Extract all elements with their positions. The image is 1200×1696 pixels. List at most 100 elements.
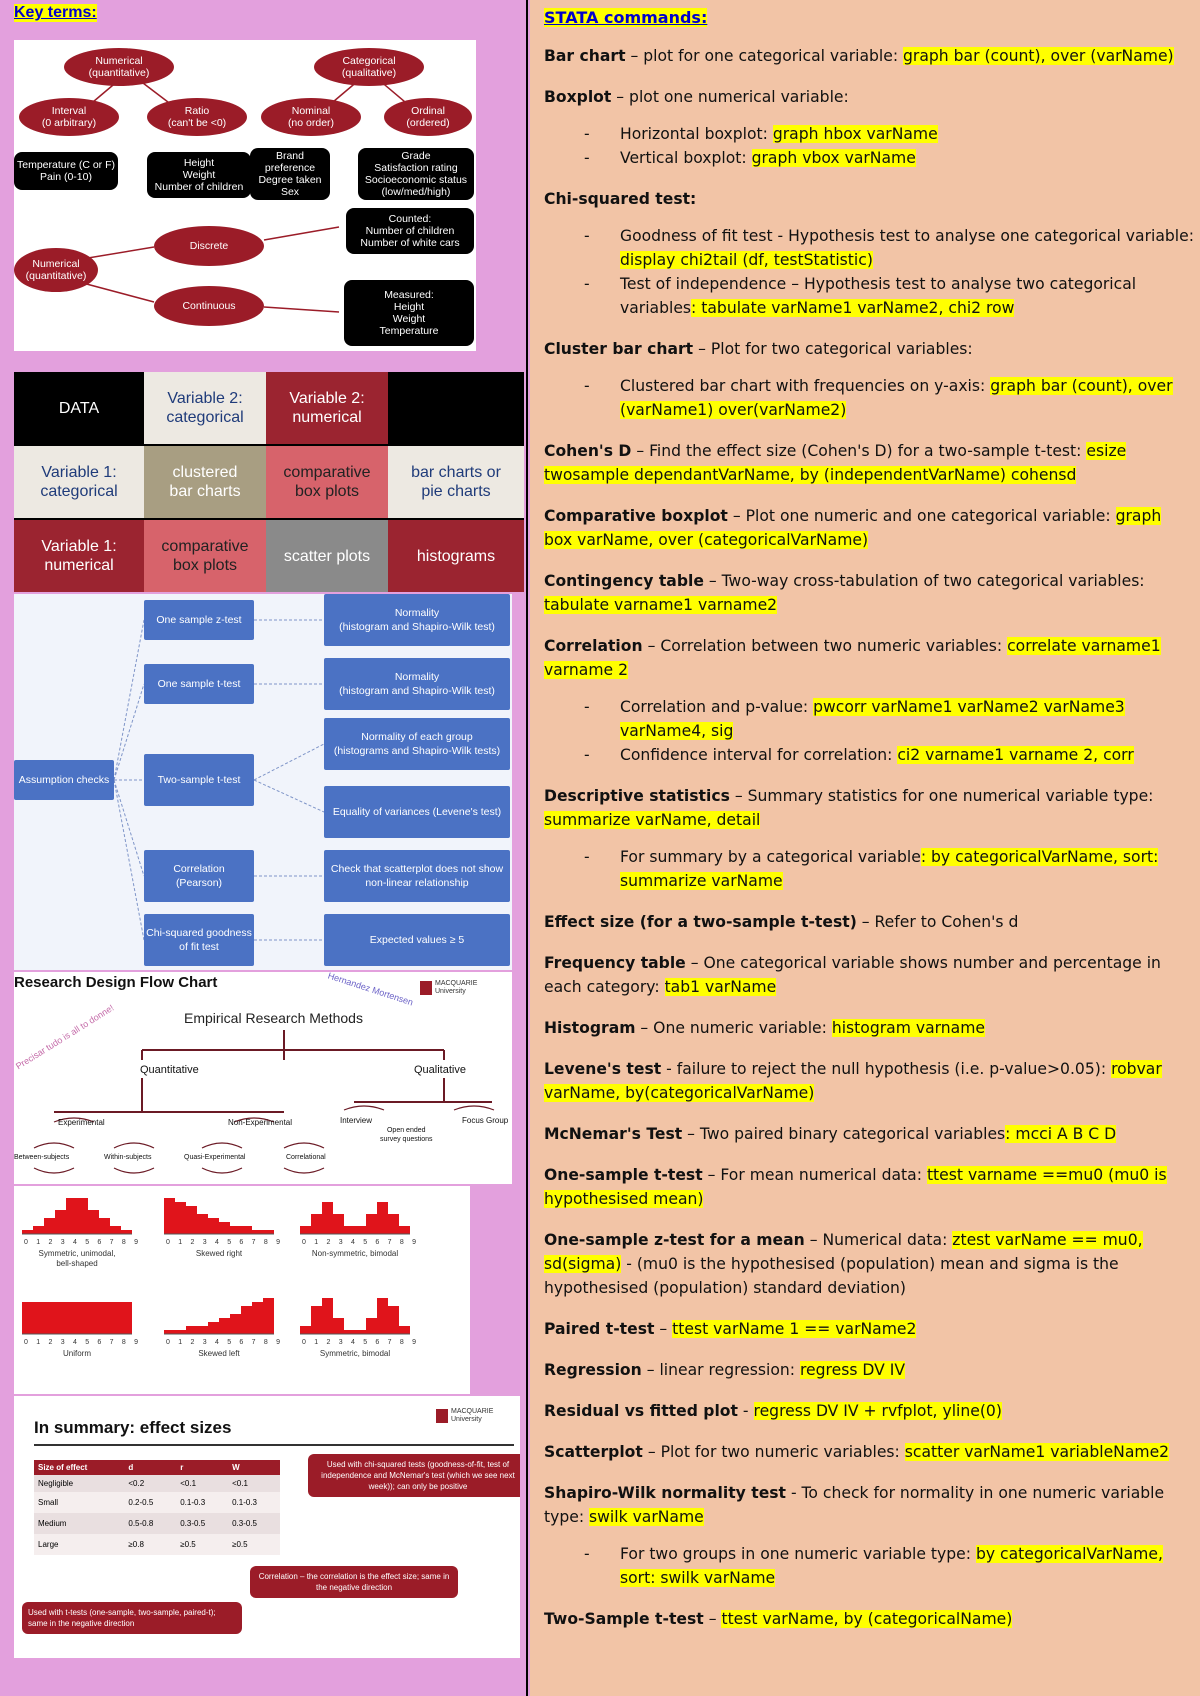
histogram-bar	[33, 1226, 44, 1234]
command-term: Comparative boxplot	[544, 507, 728, 525]
grid-comparative-box-2: comparative box plots	[144, 520, 266, 592]
effect-title-rule	[34, 1444, 514, 1446]
histogram-bar	[66, 1198, 77, 1234]
data-types-diagram: Numerical (quantitative) Categorical (qu…	[14, 40, 476, 351]
command-note: - (mu0 is the hypothesised (population) …	[544, 1255, 1119, 1297]
empirical-methods: Empirical Research Methods	[184, 1010, 363, 1026]
command-syntax: ttest varName 1 == varName2	[672, 1320, 917, 1338]
continuous-node: Continuous	[154, 286, 264, 326]
histogram-bar	[263, 1230, 274, 1234]
one-sample-z-box: One sample z-test	[144, 600, 254, 640]
histogram-bar	[99, 1302, 110, 1334]
command-subitem: Confidence interval for correlation: ci2…	[584, 743, 1194, 767]
command-subitem: Goodness of fit test - Hypothesis test t…	[584, 224, 1194, 272]
histogram-label: Non-symmetric, bimodal	[312, 1249, 398, 1258]
command-sublist: For two groups in one numeric variable t…	[544, 1542, 1194, 1590]
table-cell: 0.3-0.5	[232, 1519, 257, 1528]
histogram-bar	[22, 1230, 33, 1234]
logo-shield-icon	[420, 981, 432, 995]
histogram-bar	[219, 1318, 230, 1334]
expected-values-box: Expected values ≥ 5	[324, 914, 510, 966]
histogram-bar	[88, 1302, 99, 1334]
histogram-bar	[121, 1230, 132, 1234]
command-sublist: Horizontal boxplot: graph hbox varNameVe…	[544, 122, 1194, 170]
command-sublist: Clustered bar chart with frequencies on …	[544, 374, 1194, 422]
histogram-bar	[388, 1306, 399, 1334]
table-cell: ≥0.5	[232, 1540, 248, 1549]
table-cell: ≥0.5	[180, 1540, 196, 1549]
command-description: – For mean numerical data:	[702, 1166, 927, 1184]
histogram-bar	[252, 1230, 263, 1234]
note-correlation: Correlation – the correlation is the eff…	[250, 1566, 458, 1598]
command-term: Cohen's D	[544, 442, 632, 460]
command-term: Histogram	[544, 1019, 636, 1037]
histogram-bar	[55, 1210, 66, 1234]
effect-logo-text: MACQUARIE University	[451, 1408, 494, 1423]
command-subitem: Horizontal boxplot: graph hbox varName	[584, 122, 1194, 146]
left-column: Key terms: Numerical (quantitative) Cate…	[0, 0, 528, 1696]
histogram-bar	[399, 1326, 410, 1334]
command-term: Frequency table	[544, 954, 686, 972]
qualitative-label: Qualitative	[414, 1064, 466, 1076]
command-term: Bar chart	[544, 47, 626, 65]
command-term: Scatterplot	[544, 1443, 643, 1461]
command-syntax: tab1 varName	[664, 978, 777, 996]
command-entry: One-sample z-test for a mean – Numerical…	[544, 1228, 1194, 1300]
command-entry: Scatterplot – Plot for two numeric varia…	[544, 1440, 1194, 1464]
histogram-label: Skewed left	[198, 1349, 240, 1358]
command-description: – Summary statistics for one numerical v…	[729, 787, 1154, 805]
command-subitem: Correlation and p-value: pwcorr varName1…	[584, 695, 1194, 743]
grid-bar-pie: bar charts or pie charts	[388, 446, 524, 518]
histogram-bar	[22, 1302, 33, 1334]
table-cell: <0.1	[180, 1479, 197, 1488]
histogram-bar	[77, 1198, 88, 1234]
command-syntax: histogram varname	[831, 1019, 985, 1037]
histogram-bar	[110, 1302, 121, 1334]
histogram-bar	[175, 1330, 186, 1334]
table-cell: 0.2-0.5	[128, 1498, 154, 1507]
grid-var2-categorical: Variable 2: categorical	[144, 372, 266, 444]
table-cell: Negligible	[38, 1479, 74, 1488]
assumption-connectors	[113, 619, 325, 941]
histogram-bar	[208, 1218, 219, 1234]
normality-box-1: Normality (histogram and Shapiro-Wilk te…	[324, 594, 510, 646]
command-description: - failure to reject the null hypothesis …	[661, 1060, 1112, 1078]
table-row: Small 0.2-0.5 0.1-0.3 0.1-0.3	[34, 1492, 280, 1513]
measured-examples: Measured: Height Weight Temperature	[344, 280, 474, 346]
histogram-bar	[300, 1226, 311, 1234]
histogram-bar	[208, 1322, 219, 1334]
command-description: -	[737, 1402, 754, 1420]
non-experimental-label: Non-Experimental	[228, 1118, 293, 1127]
command-term: Residual vs fitted plot	[544, 1402, 738, 1420]
levene-box: Equality of variances (Levene's test)	[324, 786, 510, 838]
command-term: Chi-squared test:	[544, 190, 697, 208]
subitem-text: Goodness of fit test - Hypothesis test t…	[620, 227, 1194, 245]
histogram-ticks: 0 1 2 3 4 5 6 7 8 9	[166, 1239, 283, 1246]
counted-examples: Counted: Number of children Number of wh…	[346, 208, 474, 254]
command-description: - To check for normality in one numeric …	[544, 1484, 1165, 1526]
effect-header-cell: W	[232, 1463, 240, 1472]
histogram-bar	[99, 1218, 110, 1234]
histogram-label: Symmetric, bimodal	[320, 1349, 390, 1358]
table-cell: Large	[38, 1540, 59, 1549]
nominal-node: Nominal (no order)	[261, 98, 361, 136]
grid-comparative-box-1: comparative box plots	[266, 446, 388, 518]
command-term: Cluster bar chart	[544, 340, 694, 358]
command-syntax: : mcci A B C D	[1005, 1125, 1117, 1143]
histogram-bar	[366, 1318, 377, 1334]
subitem-command: ci2 varname1 varname 2, corr	[897, 746, 1134, 764]
command-subitem: For two groups in one numeric variable t…	[584, 1542, 1194, 1590]
subitem-command: display chi2tail (df, testStatistic)	[620, 251, 873, 269]
histogram-bar	[197, 1214, 208, 1234]
histogram-bar	[300, 1326, 311, 1334]
command-term: Contingency table	[544, 572, 704, 590]
histogram-bar	[164, 1330, 175, 1334]
histogram-bar	[344, 1330, 355, 1334]
histogram-bar	[263, 1298, 274, 1334]
command-entry: Correlation – Correlation between two nu…	[544, 634, 1194, 682]
command-entry: Shapiro-Wilk normality test - To check f…	[544, 1481, 1194, 1529]
histogram-bar	[44, 1302, 55, 1334]
